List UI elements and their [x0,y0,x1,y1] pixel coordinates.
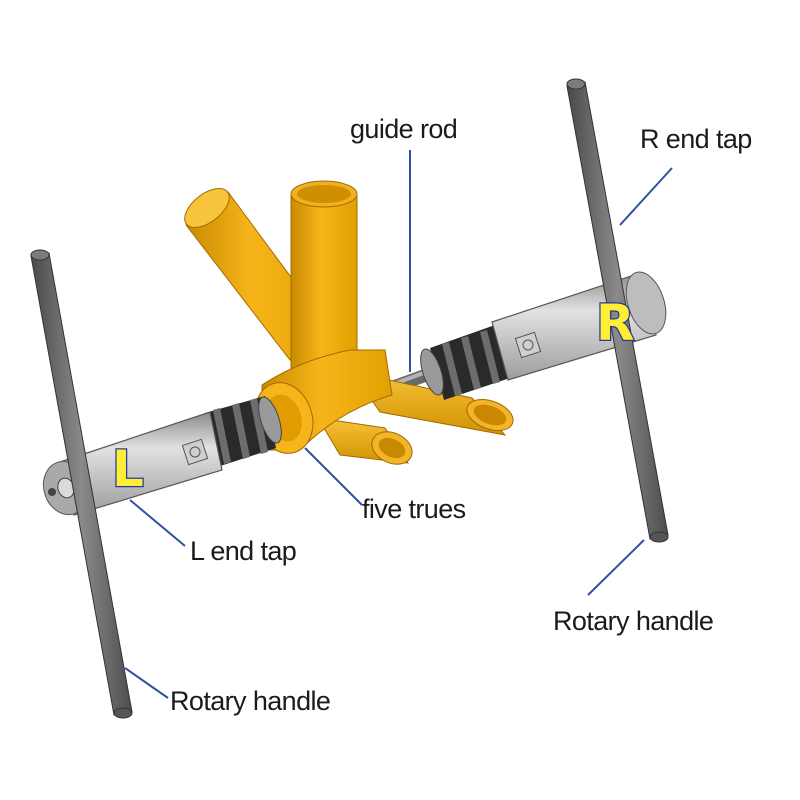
left-rotary-handle[interactable] [30,249,133,719]
r-end-tap [491,271,667,381]
right-rotary-handle-leader [587,539,645,596]
l-end-tap-label: L end tap [190,536,296,566]
right-thread-die [420,325,510,400]
right-rotary-handle-label: Rotary handle [553,606,713,636]
r-letter: R [596,294,635,352]
left-thread-die [205,396,282,468]
five-trues-leader [304,447,363,506]
leader-lines [124,150,673,699]
five-trues-label: five trues [362,494,466,524]
left-rotary-handle-leader [124,667,169,699]
left-rotary-handle-label: Rotary handle [170,686,330,716]
guide-rod-label: guide rod [350,114,457,144]
right-rotary-handle[interactable] [566,78,669,543]
r-end-tap-label: R end tap [640,124,752,154]
r-end-tap-leader [619,167,673,226]
l-letter: L [112,440,144,498]
l-end-tap-leader [129,499,186,547]
